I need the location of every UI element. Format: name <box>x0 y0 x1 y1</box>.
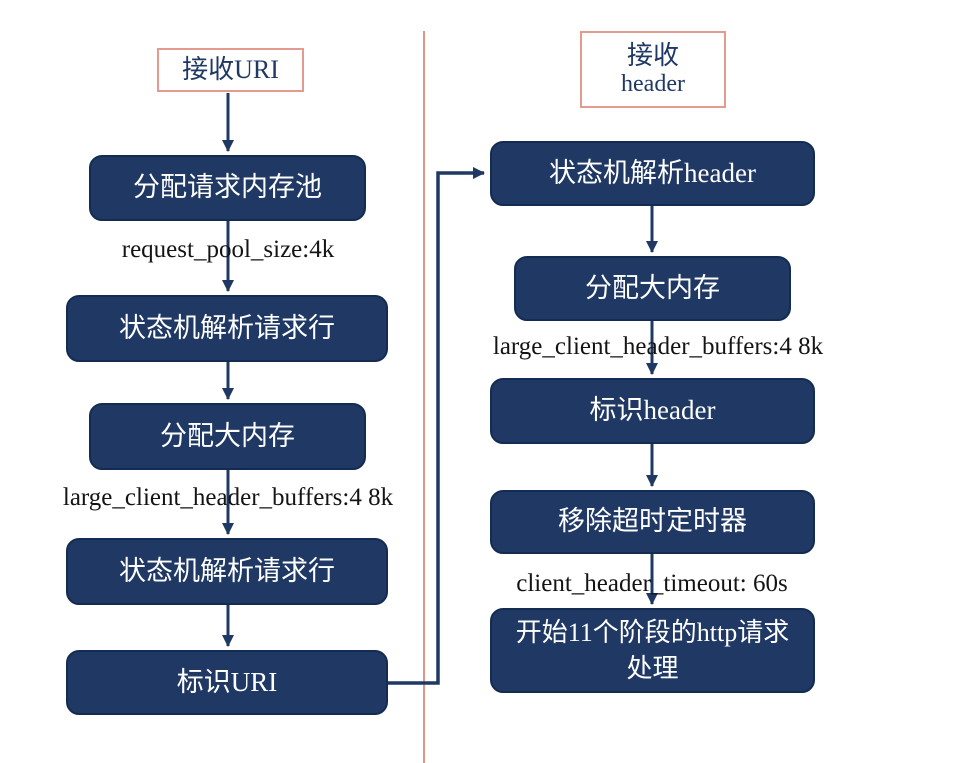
connector-identify-uri-to-parse-header <box>388 167 485 685</box>
node-label: 状态机解析header <box>549 157 756 188</box>
node-label: 状态机解析请求行 <box>119 555 335 586</box>
node-remove-timeout-timer: 移除超时定时器 <box>490 490 815 554</box>
start-node-receive-header-line2: header <box>621 70 685 97</box>
node-label: 标识URI <box>176 666 278 697</box>
node-parse-request-line-1: 状态机解析请求行 <box>66 295 388 362</box>
node-label: 分配大内存 <box>160 420 295 451</box>
node-allocate-large-memory-left: 分配大内存 <box>89 403 366 470</box>
annotation-request-pool-size: request_pool_size:4k <box>121 236 335 263</box>
column-divider-line <box>423 31 425 763</box>
node-parse-request-line-2: 状态机解析请求行 <box>66 538 388 605</box>
node-identify-header: 标识header <box>490 378 815 444</box>
node-label: 状态机解析请求行 <box>119 312 335 343</box>
node-label: 移除超时定时器 <box>558 506 747 537</box>
node-identify-uri: 标识URI <box>66 650 388 715</box>
annotation-large-header-buffers-right: large_client_header_buffers:4 8k <box>492 333 824 360</box>
node-parse-header: 状态机解析header <box>490 141 815 206</box>
start-node-receive-header: 接收 header <box>580 31 726 108</box>
node-start-11-phases: 开始11个阶段的http请求 处理 <box>490 608 815 693</box>
annotation-client-header-timeout: client_header_timeout: 60s <box>516 570 788 597</box>
start-node-receive-uri: 接收URI <box>157 48 304 92</box>
node-label: 分配大内存 <box>585 272 720 303</box>
node-label: 开始11个阶段的http请求 处理 <box>515 618 790 683</box>
start-node-receive-uri-label: 接收URI <box>182 55 279 85</box>
node-allocate-request-pool: 分配请求内存池 <box>89 155 366 221</box>
start-node-receive-header-line1: 接收 <box>626 40 679 70</box>
node-label: 标识header <box>589 395 716 426</box>
annotation-large-header-buffers-left: large_client_header_buffers:4 8k <box>62 484 394 511</box>
node-label: 分配请求内存池 <box>133 172 322 203</box>
node-allocate-large-memory-right: 分配大内存 <box>514 256 791 321</box>
